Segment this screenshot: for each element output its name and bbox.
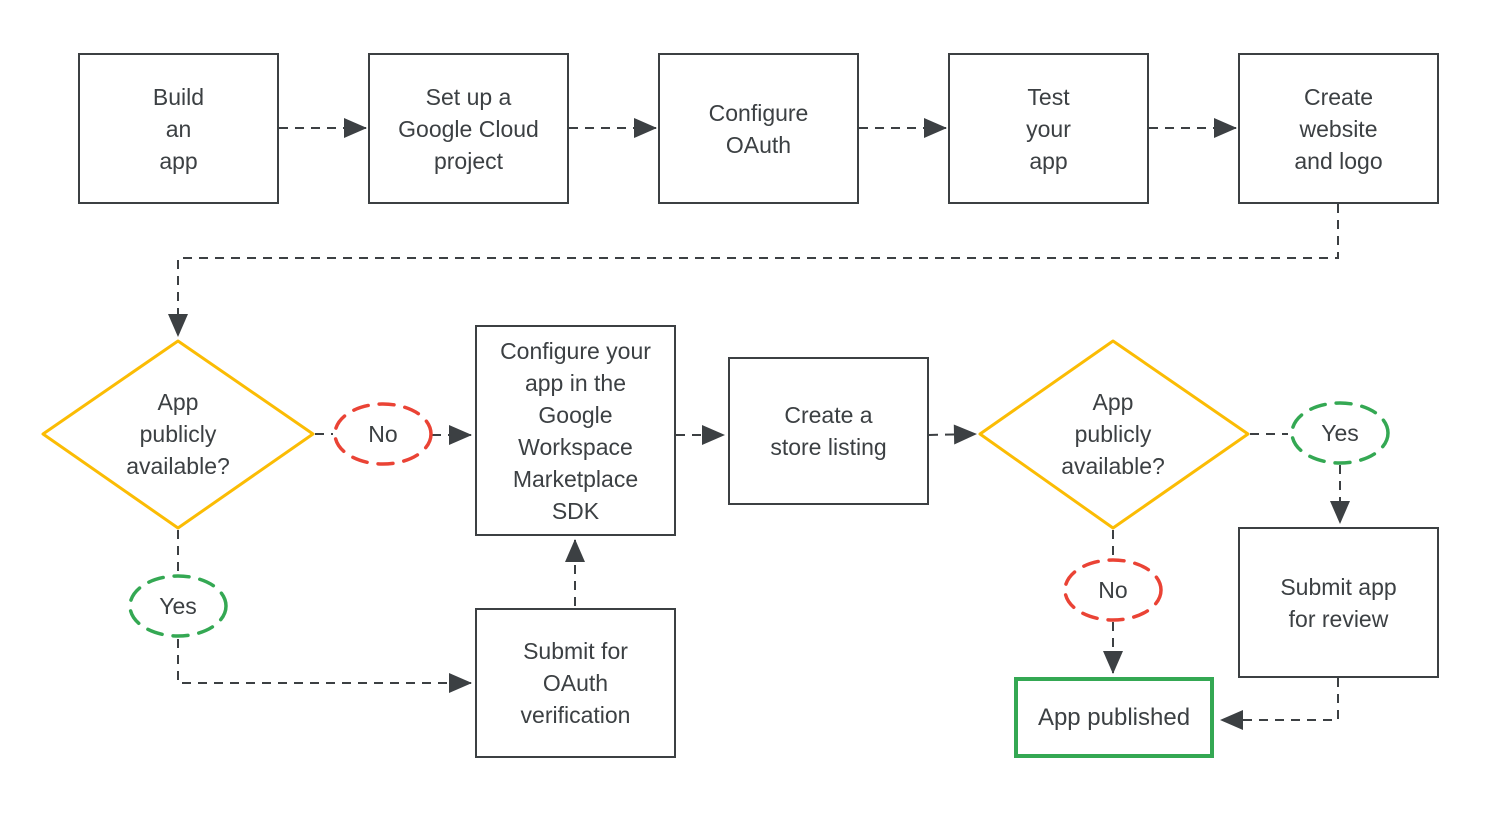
node-configure-oauth-label: Configure OAuth — [708, 99, 809, 158]
node-build-app: Build an app — [78, 53, 279, 204]
node-submit-app-review: Submit app for review — [1238, 527, 1439, 678]
yes2-oval — [1290, 401, 1390, 465]
connector-review-to-published — [1220, 678, 1339, 730]
node-configure-oauth: Configure OAuth — [658, 53, 859, 204]
node-submit-oauth-verification-label: Submit for OAuth verification — [520, 638, 631, 728]
yes1-oval — [128, 574, 228, 638]
node-app-published: App published — [1014, 677, 1214, 758]
node-test-your-app: Test your app — [948, 53, 1149, 204]
node-submit-oauth-verification: Submit for OAuth verification — [475, 608, 676, 758]
decision2-diamond — [978, 339, 1250, 530]
node-setup-google-cloud-project: Set up a Google Cloud project — [368, 53, 569, 204]
connector-listing-to-decision2 — [928, 424, 977, 445]
no2-oval — [1063, 558, 1163, 622]
node-build-app-label: Build an app — [152, 83, 205, 174]
node-create-store-listing-label: Create a store listing — [770, 402, 887, 460]
node-configure-marketplace-sdk: Configure your app in the Google Workspa… — [475, 325, 676, 536]
node-create-website-logo: Create website and logo — [1238, 53, 1439, 204]
node-create-website-logo-label: Create website and logo — [1294, 83, 1383, 174]
node-setup-google-cloud-project-label: Set up a Google Cloud project — [398, 83, 539, 174]
node-app-published-label: App published — [1037, 703, 1191, 731]
node-test-your-app-label: Test your app — [1026, 83, 1071, 174]
node-create-store-listing: Create a store listing — [728, 357, 929, 505]
no1-oval — [333, 402, 433, 466]
node-configure-marketplace-sdk-label: Configure your app in the Google Workspa… — [500, 337, 651, 524]
node-submit-app-review-label: Submit app for review — [1280, 573, 1397, 632]
connector-yes1-to-submit-oauth — [177, 639, 472, 693]
connector-website-to-decision1 — [168, 204, 1339, 337]
decision1-diamond — [41, 339, 315, 530]
